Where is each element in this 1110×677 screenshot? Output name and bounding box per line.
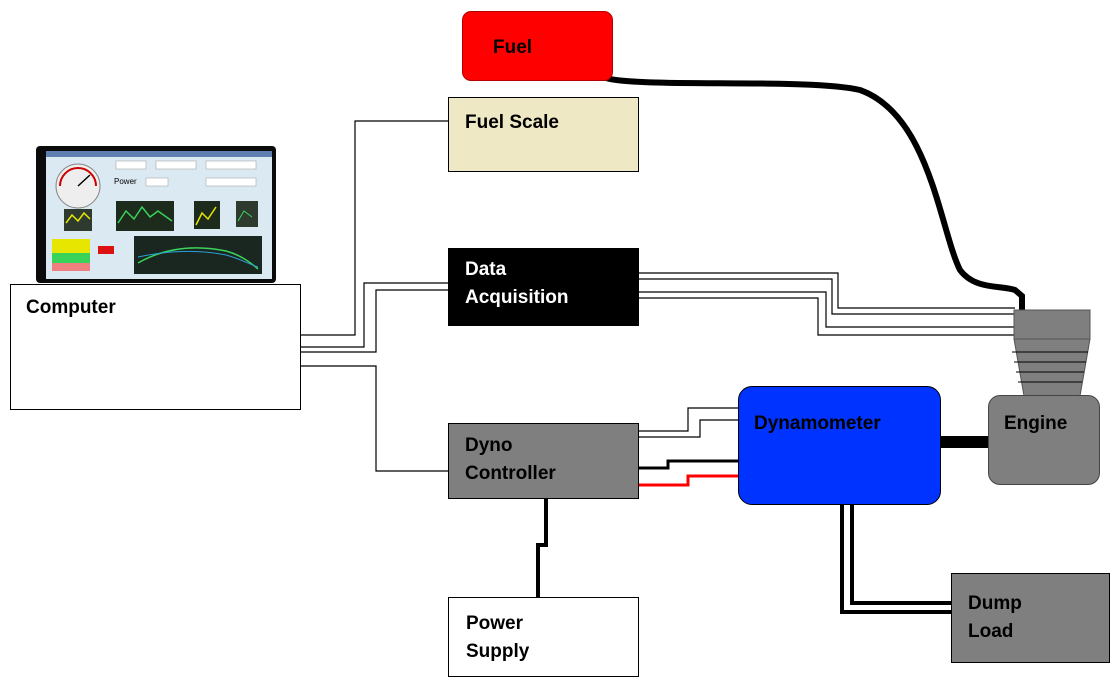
dyno-dump-links xyxy=(840,505,951,614)
fuel-scale-label: Fuel Scale xyxy=(465,112,559,133)
dyno-controller-node: Dyno Controller xyxy=(448,423,639,499)
dynamometer-label: Dynamometer xyxy=(754,413,881,434)
engine-label: Engine xyxy=(1004,413,1068,434)
dump-load-node: Dump Load xyxy=(951,573,1110,663)
fuel-scale-node: Fuel Scale xyxy=(448,97,639,172)
link-power-supply xyxy=(536,499,548,597)
controller-dyno-links xyxy=(639,407,738,487)
power-supply-node: Power Supply xyxy=(448,597,639,677)
computer-label: Computer xyxy=(26,297,116,318)
computer-links xyxy=(301,120,448,472)
power-supply-label: Power Supply xyxy=(466,613,530,662)
daq-engine-links xyxy=(639,272,1015,336)
laptop-screen: Power xyxy=(46,151,272,279)
fuel-hose xyxy=(603,75,1025,313)
fuel-tank-node: Fuel xyxy=(462,11,613,81)
data-acquisition-node: Data Acquisition xyxy=(448,248,639,326)
computer-node: Computer xyxy=(10,284,301,410)
data-acquisition-label: Data Acquisition xyxy=(465,259,569,308)
dump-load-label: Dump Load xyxy=(968,593,1022,642)
dyno-controller-label: Dyno Controller xyxy=(465,435,556,484)
dynamometer-node: Dynamometer xyxy=(738,386,941,505)
red-signal-wire xyxy=(639,474,738,487)
engine-node: Engine xyxy=(988,395,1100,485)
fuel-label: Fuel xyxy=(493,37,533,58)
link-computer-daq-b xyxy=(301,289,448,353)
link-computer-fuel-scale xyxy=(301,120,448,336)
link-computer-dyno-controller xyxy=(301,365,448,472)
laptop-screenshot-image: Power xyxy=(36,146,276,283)
laptop-power-readout-label: Power xyxy=(114,177,137,186)
laptop-ui-thumbnail: Power xyxy=(46,151,272,279)
link-computer-daq-a xyxy=(301,282,448,348)
drive-shaft xyxy=(941,436,988,448)
engine-intake xyxy=(1012,309,1091,397)
